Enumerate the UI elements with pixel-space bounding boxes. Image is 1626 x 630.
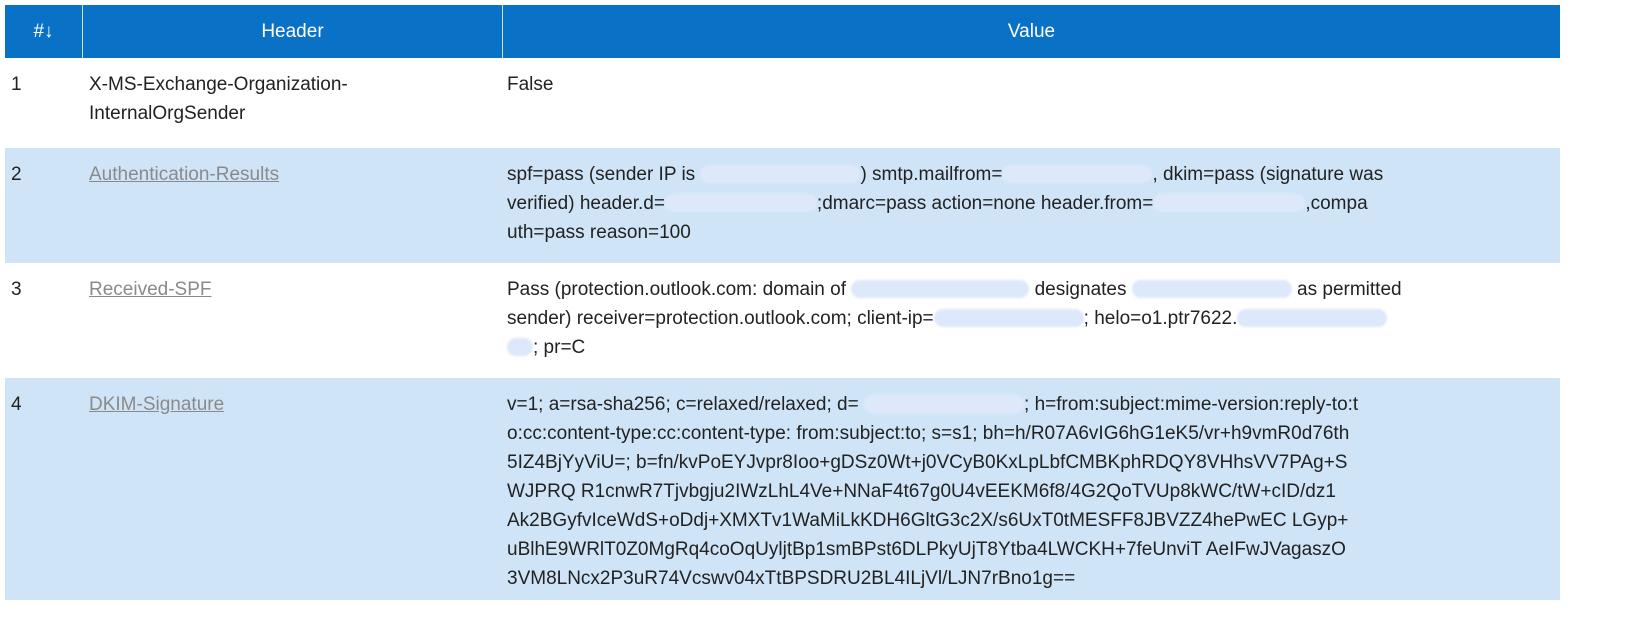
redacted-blur	[864, 395, 1025, 413]
value-text: Ak2BGyfvIceWdS+oDdj+XMXTv1WaMiLkKDH6GltG…	[507, 510, 1349, 531]
table-row: 1 X-MS-Exchange-Organization- InternalOrgS…	[5, 58, 1560, 148]
table-row: 4 DKIM-Signature v=1; a=rsa-sha256; c=rela…	[5, 378, 1560, 600]
value-text: spf=pass (sender IP is	[507, 164, 701, 185]
value-line: uth=pass reason=100	[507, 218, 1554, 247]
header-name[interactable]: Authentication-Results	[83, 148, 503, 263]
redacted-blur	[933, 309, 1084, 327]
row-number: 4	[11, 394, 22, 415]
value-line: v=1; a=rsa-sha256; c=relaxed/relaxed; d=…	[507, 390, 1554, 419]
column-num-sort[interactable]: #↓	[5, 5, 83, 58]
value-text: ; h=from:subject:mime-version:reply-to:t	[1024, 394, 1359, 415]
header-value: False	[503, 58, 1560, 148]
value-line: spf=pass (sender IP is ) smtp.mailfrom=,…	[507, 160, 1554, 189]
value-text: verified) header.d=	[507, 193, 665, 214]
value-text: ;dmarc=pass action=none header.from=	[816, 193, 1154, 214]
value-line: verified) header.d= ;dmarc=pass action=no…	[507, 189, 1554, 218]
redacted-blur	[700, 165, 861, 183]
value-text: Pass (protection.outlook.com: domain of	[507, 279, 852, 300]
redacted-blur	[1153, 194, 1306, 212]
value-text: uBlhE9WRlT0Z0MgRq4coOqUyljtBp1smBPst6DLP…	[507, 539, 1346, 560]
header-link[interactable]: DKIM-Signature	[89, 394, 225, 415]
column-value[interactable]: Value	[1007, 20, 1056, 42]
value-line: False	[507, 70, 1554, 99]
value-text: ; helo=o1.ptr7622.	[1083, 308, 1238, 329]
value-text: 3VM8LNcx2P3uR74Vcswv04xTtBPSDRU2BL4ILjVl…	[507, 568, 1076, 589]
headers-table: #↓ Header Value 1 X-MS-Exchange-Organizat…	[5, 5, 1560, 600]
redacted-blur	[507, 338, 533, 356]
value-line: 5IZ4BjYyViU=; b=fn/kvPoEYJvpr8Ioo+gDSz0W…	[507, 448, 1554, 477]
row-number: 2	[11, 164, 22, 185]
value-text: v=1; a=rsa-sha256; c=relaxed/relaxed; d=	[507, 394, 865, 415]
value-line: o:cc:content-type:cc:content-type: from:…	[507, 419, 1554, 448]
table-header: #↓ Header Value	[5, 5, 1560, 58]
table-row: 2 Authentication-Results spf=pass (sender …	[5, 148, 1560, 263]
column-header[interactable]: Header	[83, 5, 503, 58]
value-text: , dkim=pass (signature was	[1152, 164, 1384, 185]
header-value: Pass (protection.outlook.com: domain of …	[503, 263, 1560, 378]
header-link[interactable]: Received-SPF	[89, 279, 212, 300]
value-line: Pass (protection.outlook.com: domain of …	[507, 275, 1554, 304]
header-text: X-MS-Exchange-Organization-	[89, 74, 348, 95]
redacted-blur	[851, 280, 1030, 298]
table-body: 1 X-MS-Exchange-Organization- InternalOrgS…	[5, 58, 1560, 600]
value-text: 5IZ4BjYyViU=; b=fn/kvPoEYJvpr8Ioo+gDSz0W…	[507, 452, 1348, 473]
redacted-blur	[1237, 309, 1388, 327]
value-text: uth=pass reason=100	[507, 222, 691, 243]
redacted-blur	[1131, 280, 1292, 298]
redacted-blur	[664, 194, 817, 212]
header-name[interactable]: DKIM-Signature	[83, 378, 503, 600]
header-name: X-MS-Exchange-Organization- InternalOrgSe…	[83, 58, 503, 148]
header-text: InternalOrgSender	[89, 103, 246, 124]
value-text: False	[507, 74, 554, 95]
header-name[interactable]: Received-SPF	[83, 263, 503, 378]
row-number: 1	[11, 74, 22, 95]
redacted-blur	[1002, 165, 1153, 183]
value-line: 3VM8LNcx2P3uR74Vcswv04xTtBPSDRU2BL4ILjVl…	[507, 564, 1554, 593]
row-number: 3	[11, 279, 22, 300]
value-text: ,compa	[1305, 193, 1368, 214]
value-text: designates	[1029, 279, 1132, 300]
header-value: v=1; a=rsa-sha256; c=relaxed/relaxed; d=…	[503, 378, 1560, 600]
value-text: ) smtp.mailfrom=	[860, 164, 1003, 185]
value-line: WJPRQ R1cnwR7Tjvbgju2IWzLhL4Ve+NNaF4t67g…	[507, 477, 1554, 506]
value-line: sender) receiver=protection.outlook.com;…	[507, 304, 1554, 333]
table-row: 3 Received-SPF Pass (protection.outlook.co…	[5, 263, 1560, 378]
value-text: ; pr=C	[533, 337, 586, 358]
value-line: uBlhE9WRlT0Z0MgRq4coOqUyljtBp1smBPst6DLP…	[507, 535, 1554, 564]
value-text: as permitted	[1291, 279, 1402, 300]
value-text: sender) receiver=protection.outlook.com;…	[507, 308, 934, 329]
header-link[interactable]: Authentication-Results	[89, 164, 280, 185]
value-line: Ak2BGyfvIceWdS+oDdj+XMXTv1WaMiLkKDH6GltG…	[507, 506, 1554, 535]
value-text: WJPRQ R1cnwR7Tjvbgju2IWzLhL4Ve+NNaF4t67g…	[507, 481, 1336, 502]
header-value: spf=pass (sender IP is ) smtp.mailfrom=,…	[503, 148, 1560, 263]
value-line: ; pr=C	[507, 333, 1554, 362]
value-text: o:cc:content-type:cc:content-type: from:…	[507, 423, 1350, 444]
